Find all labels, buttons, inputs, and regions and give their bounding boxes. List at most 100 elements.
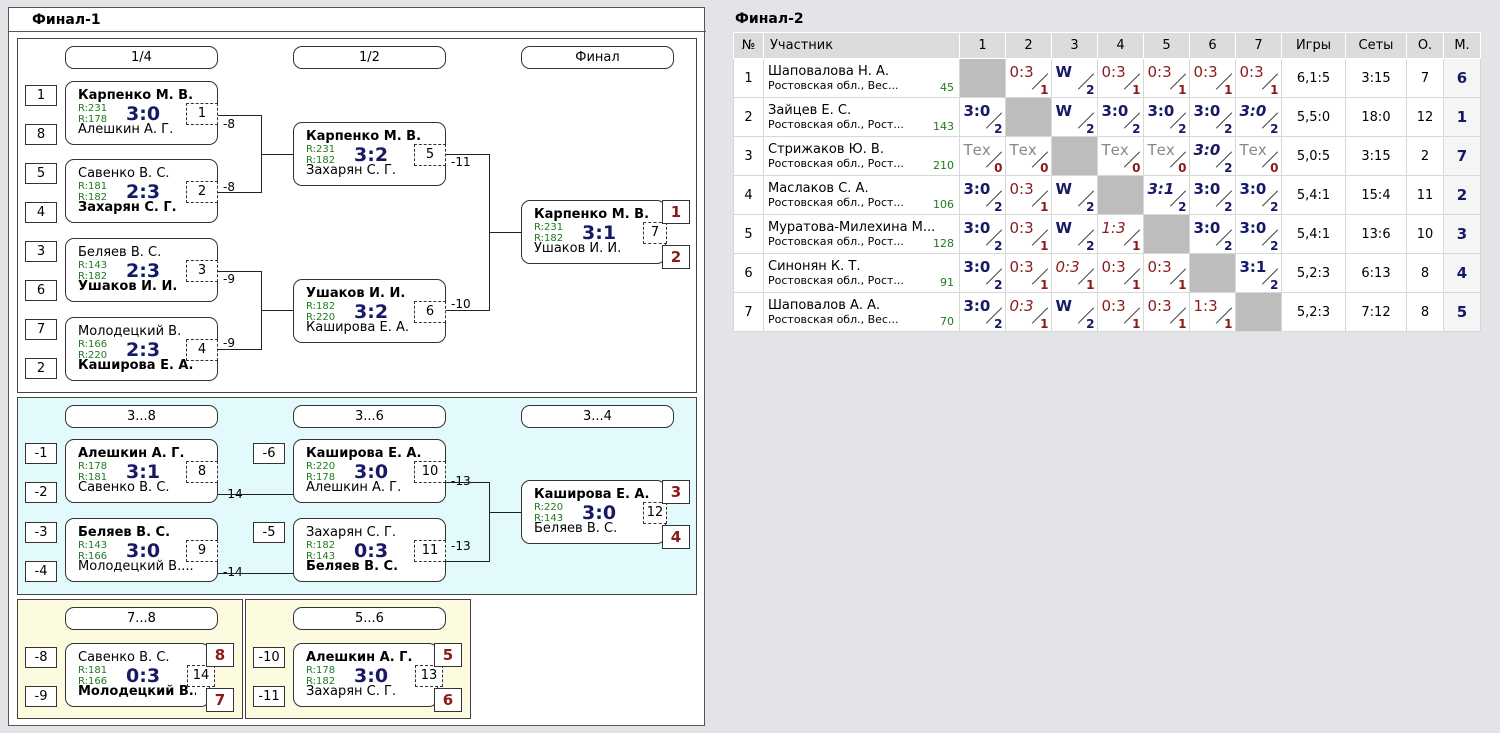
match-card[interactable]: Ушаков И. И. R:182 R:220 3:2 6 Каширова … <box>293 279 446 343</box>
match-card[interactable]: Захарян С. Г. R:182 R:143 0:3 11 Беляев … <box>293 518 446 582</box>
sets-cell: 13:6 <box>1345 214 1407 254</box>
match-card[interactable]: Алешкин А. Г. R:178 R:182 3:0 13 Захарян… <box>293 643 443 707</box>
seed-box: -6 <box>253 443 285 464</box>
places-7-8-section: 7...8 -8 -9 Савенко В. С. R:181 R:166 0:… <box>17 599 243 719</box>
participant-cell[interactable]: Муратова-Милехина М...Ростовская обл., Р… <box>763 214 960 254</box>
match-card[interactable]: Карпенко М. В. R:231 R:182 3:2 5 Захарян… <box>293 122 446 186</box>
seed-box: -10 <box>253 647 285 668</box>
result-score: 3:0 <box>963 218 991 237</box>
table-row[interactable]: 2 Зайцев Е. С.Ростовская обл., Рост...143… <box>733 97 1481 137</box>
result-points: 2 <box>1270 238 1279 253</box>
participant-cell[interactable]: Шаповалова Н. А.Ростовская обл., Вес...4… <box>763 58 960 98</box>
match-card[interactable]: Беляев В. С. R:143 R:182 2:3 3 Ушаков И.… <box>65 238 218 302</box>
match-card[interactable]: Каширова Е. А. R:220 R:178 3:0 10 Алешки… <box>293 439 446 503</box>
participant-cell[interactable]: Шаповалов А. А.Ростовская обл., Вес...70 <box>763 292 960 332</box>
match-card[interactable]: Савенко В. С. R:181 R:182 2:3 2 Захарян … <box>65 159 218 223</box>
match-card[interactable]: Карпенко М. В. R:231 R:178 3:0 1 Алешкин… <box>65 81 218 145</box>
match-number: 1 <box>186 103 218 125</box>
points-cell: 7 <box>1406 58 1444 98</box>
points-cell: 2 <box>1406 136 1444 176</box>
participant-name: Зайцев Е. С. <box>768 103 852 118</box>
rating-bottom: R:220 <box>306 312 336 323</box>
rating-top: R:182 <box>306 540 336 551</box>
result-points: 2 <box>1086 121 1095 136</box>
result-points: 1 <box>1040 82 1049 97</box>
places-5-6-section: 5...6 -10 -11 Алешкин А. Г. R:178 R:182 … <box>245 599 471 719</box>
match-card[interactable]: Карпенко М. В. R:231 R:182 3:1 7 Ушаков … <box>521 200 667 264</box>
bracket-line <box>489 482 490 562</box>
participant-cell[interactable]: Стрижаков Ю. В.Ростовская обл., Рост...2… <box>763 136 960 176</box>
match-card[interactable]: Каширова Е. А. R:220 R:143 3:0 12 Беляев… <box>521 480 667 544</box>
place-box: 5 <box>434 643 462 667</box>
player-bottom: Беляев В. С. <box>306 559 399 574</box>
participant-cell[interactable]: Маслаков С. А.Ростовская обл., Рост...10… <box>763 175 960 215</box>
result-score: 0:3 <box>1239 62 1264 81</box>
result-score: 0:3 <box>1101 62 1126 81</box>
seed-box: 8 <box>25 124 57 145</box>
bracket-line <box>261 154 293 155</box>
result-score: 0:3 <box>1101 257 1126 276</box>
match-card[interactable]: Беляев В. С. R:143 R:166 3:0 9 Молодецки… <box>65 518 218 582</box>
match-card[interactable]: Молодецкий В. R:166 R:220 2:3 4 Каширова… <box>65 317 218 381</box>
rating-bottom: R:182 <box>78 271 108 282</box>
match-card[interactable]: Савенко В. С. R:181 R:166 0:3 14 Молодец… <box>65 643 215 707</box>
table-row[interactable]: 1 Шаповалова Н. А.Ростовская обл., Вес...… <box>733 58 1481 98</box>
final1-panel: Финал-1 1/4 1/2 Финал 1 8 5 4 3 6 7 2 Ка… <box>8 7 706 726</box>
match-card[interactable]: Алешкин А. Г. R:178 R:181 3:1 8 Савенко … <box>65 439 218 503</box>
result-points: 2 <box>994 277 1003 292</box>
participant-region: Ростовская обл., Рост... <box>768 118 904 131</box>
match-number: 9 <box>186 540 218 562</box>
participant-cell[interactable]: Синонян К. Т.Ростовская обл., Рост...91 <box>763 253 960 293</box>
match-number: 6 <box>414 301 446 323</box>
participant-cell[interactable]: Зайцев Е. С.Ростовская обл., Рост...143 <box>763 97 960 137</box>
result-score: 3:0 <box>1147 101 1175 120</box>
